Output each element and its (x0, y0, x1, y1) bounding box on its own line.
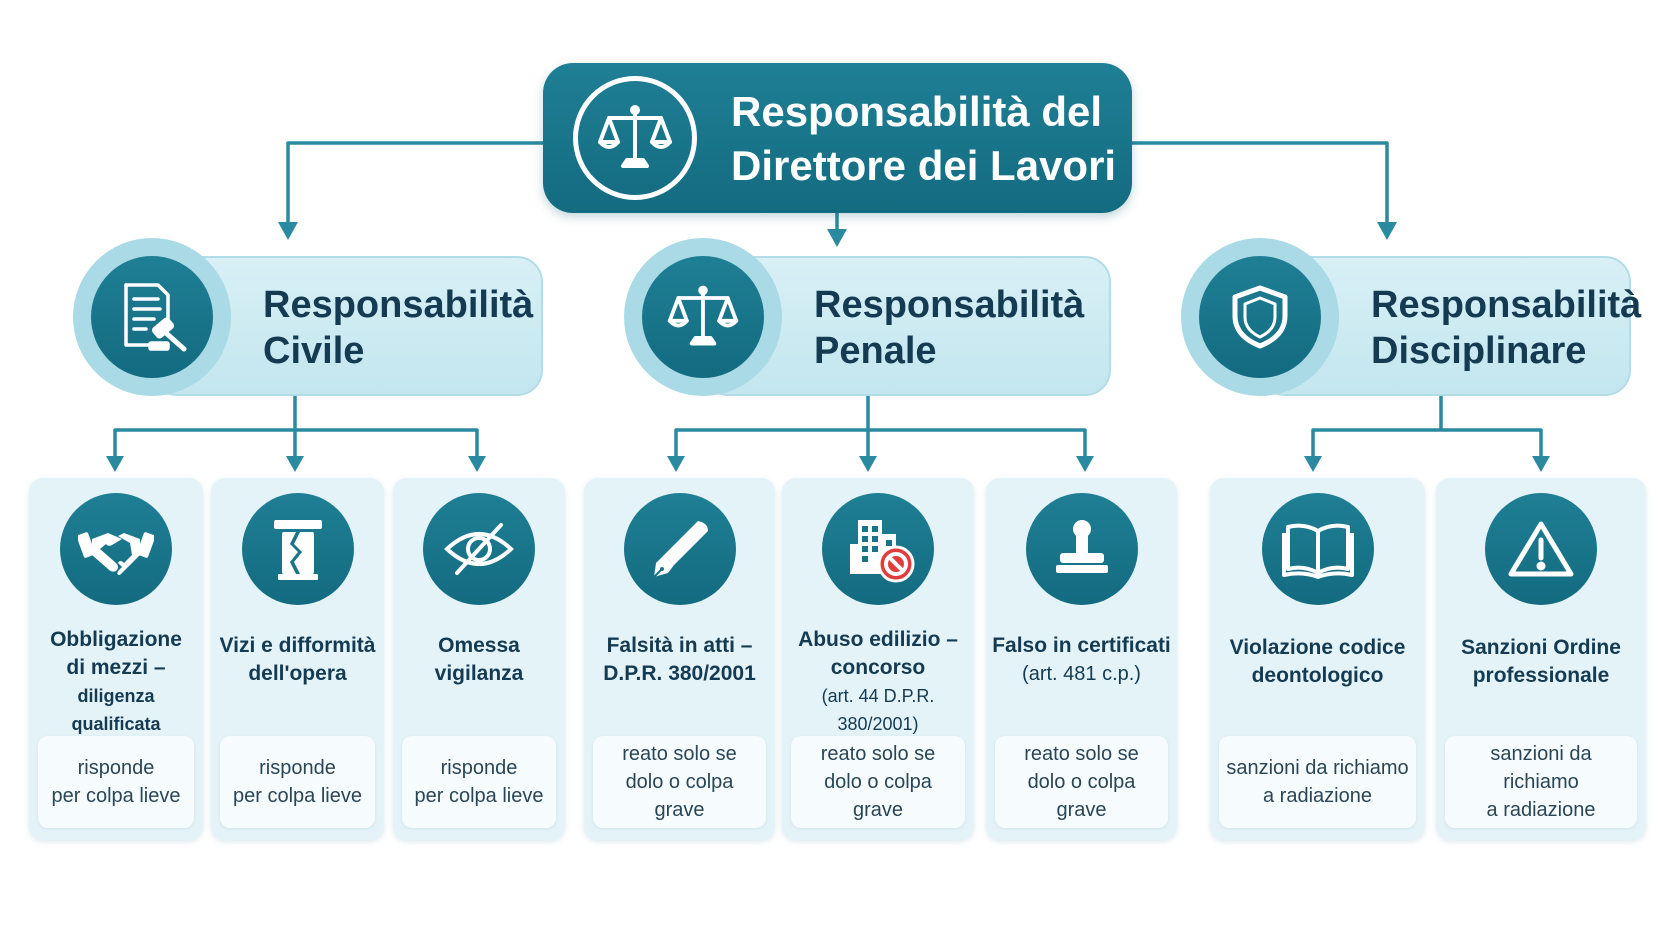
card-violazione-codice: Violazione codice deontologico sanzioni … (1210, 478, 1425, 840)
building-prohibited-icon (822, 493, 934, 605)
document-gavel-icon (91, 256, 213, 378)
card-omessa-vigilanza: Omessa vigilanza risponde per colpa liev… (393, 478, 565, 840)
card-title-line: professionale (1472, 664, 1610, 687)
connector-penale-bus (674, 390, 1087, 460)
card-note: risponde per colpa lieve (402, 736, 556, 828)
card-title-line: (art. 44 D.P.R. 380/2001) (821, 686, 935, 734)
category-penale: Responsabilità Penale (624, 238, 1111, 396)
card-note: risponde per colpa lieve (38, 736, 194, 828)
arrowhead (286, 456, 304, 472)
card-falso-certificati: Falso in certificati (art. 481 c.p.) rea… (986, 478, 1177, 840)
card-note: reato solo se dolo o colpa grave (791, 736, 965, 828)
eye-slash-icon (423, 493, 535, 605)
connector-root-civile (286, 141, 545, 227)
card-title-line: di mezzi – (66, 656, 166, 679)
card-title-line: deontologico (1251, 664, 1384, 687)
card-title-line: concorso (830, 656, 926, 679)
category-title: Responsabilità Penale (814, 284, 1085, 372)
arrowhead (1377, 222, 1397, 240)
card-title-line: diligenza qualificata (71, 686, 161, 734)
card-title-line: D.P.R. 380/2001 (603, 662, 756, 685)
arrowhead (106, 456, 124, 472)
card-title: Sanzioni Ordine professionale (1440, 634, 1642, 690)
card-sanzioni-ordine: Sanzioni Ordine professionale sanzioni d… (1436, 478, 1646, 840)
warning-triangle-icon (1485, 493, 1597, 605)
card-title: Falso in certificati (art. 481 c.p.) (990, 632, 1173, 688)
arrowhead (278, 222, 298, 240)
arrowhead (468, 456, 486, 472)
card-note: risponde per colpa lieve (220, 736, 375, 828)
category-disciplinare: Responsabilità Disciplinare (1181, 238, 1641, 396)
stamp-icon (1025, 493, 1138, 605)
card-title-line: Violazione codice (1229, 636, 1406, 659)
connector-civile-bus (113, 390, 479, 460)
open-book-icon (1261, 493, 1374, 605)
card-title: Falsità in atti – D.P.R. 380/2001 (588, 632, 771, 688)
card-title: Abuso edilizio – concorso (art. 44 D.P.R… (786, 626, 970, 738)
root-title: Responsabilità del Direttore dei Lavori (731, 88, 1117, 189)
card-vizi-difformita: Vizi e difformità dell'opera risponde pe… (211, 478, 384, 840)
card-obbligazione-mezzi: Obbligazione di mezzi – diligenza qualif… (29, 478, 203, 840)
card-title-line: Vizi e difformità (219, 634, 376, 657)
card-title-line: Omessa (438, 634, 520, 657)
arrowhead (859, 456, 877, 472)
category-title: Responsabilità Civile (263, 284, 534, 372)
root-node: Responsabilità del Direttore dei Lavori (543, 63, 1132, 213)
card-falsita-atti: Falsità in atti – D.P.R. 380/2001 reato … (584, 478, 775, 840)
arrowhead (1532, 456, 1550, 472)
category-civile: Responsabilità Civile (73, 238, 543, 396)
shield-icon (1199, 256, 1321, 378)
category-title: Responsabilità Disciplinare (1371, 284, 1642, 372)
card-title-line: Falso in certificati (992, 634, 1171, 657)
card-title-line: Abuso edilizio – (798, 628, 958, 651)
card-title-line: Obbligazione (50, 628, 182, 651)
connector-disciplinare-bus (1311, 390, 1543, 460)
handshake-icon (60, 493, 172, 605)
category-icon-ring (73, 238, 231, 396)
card-note: sanzioni da richiamo a radiazione (1219, 736, 1416, 828)
scales-icon (573, 76, 697, 200)
category-icon-ring (624, 238, 782, 396)
card-title-line: Sanzioni Ordine (1461, 636, 1621, 659)
arrowhead (827, 229, 847, 247)
arrowhead (1076, 456, 1094, 472)
fountain-pen-icon (623, 493, 736, 605)
card-title-line: vigilanza (434, 662, 524, 685)
card-note: reato solo se dolo o colpa grave (593, 736, 766, 828)
card-title-line: dell'opera (248, 662, 347, 685)
card-title-line: (art. 481 c.p.) (1022, 663, 1141, 685)
card-title: Vizi e difformità dell'opera (215, 632, 380, 688)
arrowhead (667, 456, 685, 472)
card-note: reato solo se dolo o colpa grave (995, 736, 1168, 828)
card-title: Omessa vigilanza (397, 632, 561, 688)
category-icon-ring (1181, 238, 1339, 396)
card-abuso-edilizio: Abuso edilizio – concorso (art. 44 D.P.R… (782, 478, 974, 840)
card-note: sanzioni da richiamo a radiazione (1445, 736, 1637, 828)
card-title: Violazione codice deontologico (1214, 634, 1421, 690)
connector-root-disciplinare (1130, 141, 1389, 227)
broken-column-icon (241, 493, 354, 605)
arrowhead (1304, 456, 1322, 472)
card-title-line: Falsità in atti – (606, 634, 753, 657)
scales-icon (642, 256, 764, 378)
card-title: Obbligazione di mezzi – diligenza qualif… (33, 626, 199, 738)
